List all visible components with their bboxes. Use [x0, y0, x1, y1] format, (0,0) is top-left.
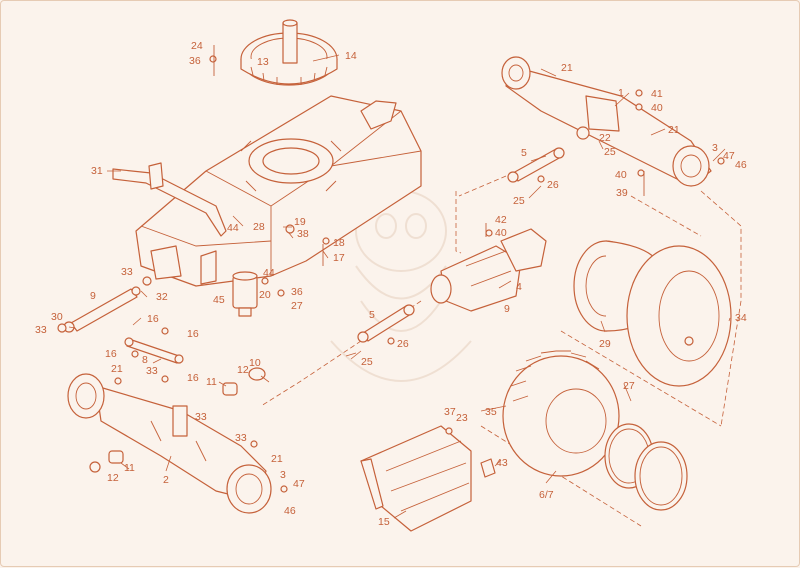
callout-47: 47 [723, 150, 735, 162]
callout-20: 20 [259, 289, 271, 301]
callout-30: 30 [51, 311, 63, 323]
callout-39: 39 [616, 187, 628, 199]
callout-25: 25 [361, 356, 373, 368]
callout-43: 43 [496, 457, 508, 469]
callout-16: 16 [187, 328, 199, 340]
callout-25: 25 [513, 195, 525, 207]
callout-46: 46 [284, 505, 296, 517]
callout-21: 21 [668, 124, 680, 136]
callout-40: 40 [651, 102, 663, 114]
callout-25: 25 [604, 146, 616, 158]
callout-19: 19 [294, 216, 306, 228]
callout-33: 33 [195, 411, 207, 423]
callout-5: 5 [369, 309, 375, 321]
callout-38: 38 [297, 228, 309, 240]
callout-11: 11 [206, 376, 217, 388]
callout-21: 21 [111, 363, 123, 375]
callout-28: 28 [253, 221, 265, 233]
lock-rings [604, 423, 688, 511]
solid-tire [502, 350, 620, 477]
callout-26: 26 [397, 338, 409, 350]
callout-26: 26 [547, 179, 559, 191]
filter-unit [232, 271, 258, 317]
tie-rod [124, 337, 184, 364]
callout-47: 47 [293, 478, 305, 490]
callout-21: 21 [271, 453, 283, 465]
callout-33: 33 [121, 266, 133, 278]
callout-10: 10 [249, 357, 261, 369]
callout-21: 21 [561, 62, 573, 74]
callout-6-7: 6/7 [539, 489, 554, 501]
bushings [89, 367, 266, 473]
callout-16: 16 [147, 313, 159, 325]
callout-37: 37 [444, 406, 456, 418]
callout-35: 35 [485, 406, 497, 418]
callout-27: 27 [623, 380, 635, 392]
callout-44: 44 [227, 222, 239, 234]
callout-31: 31 [91, 165, 103, 177]
callout-29: 29 [599, 338, 611, 350]
callout-14: 14 [345, 50, 357, 62]
callout-4: 4 [516, 281, 522, 293]
callout-9: 9 [504, 303, 510, 315]
small-hardware [57, 45, 725, 493]
callout-34: 34 [735, 312, 747, 324]
callout-36: 36 [189, 55, 201, 67]
rear-tire [626, 245, 732, 387]
callout-12: 12 [107, 472, 119, 484]
callout-2: 2 [163, 474, 169, 486]
access-step [360, 425, 472, 532]
callout-5: 5 [521, 147, 527, 159]
rear-axle [501, 56, 712, 187]
callout-32: 32 [156, 291, 168, 303]
callout-36: 36 [291, 286, 303, 298]
callout-1: 1 [618, 87, 624, 99]
callout-22: 22 [599, 132, 611, 144]
callout-45: 45 [213, 294, 225, 306]
callout-24: 24 [191, 40, 203, 52]
callout-27: 27 [291, 300, 303, 312]
callout-13: 13 [257, 56, 269, 68]
drive-shaft-lower [357, 304, 415, 343]
callout-8: 8 [142, 354, 148, 366]
callout-16: 16 [187, 372, 199, 384]
callout-3: 3 [280, 469, 286, 481]
callout-41: 41 [651, 88, 663, 100]
callout-40: 40 [495, 227, 507, 239]
callout-33: 33 [146, 365, 158, 377]
callout-17: 17 [333, 252, 345, 264]
steering-cylinder [63, 286, 141, 333]
callout-33: 33 [235, 432, 247, 444]
chassis-frame [135, 95, 422, 287]
leader-lines [68, 54, 731, 519]
slewing-ring-assembly [240, 19, 338, 86]
handrail [112, 162, 227, 237]
callout-33: 33 [35, 324, 47, 336]
callout-12: 12 [237, 364, 249, 376]
callout-42: 42 [495, 214, 507, 226]
hydraulic-pump [430, 228, 547, 312]
callout-16: 16 [105, 348, 117, 360]
callout-23: 23 [456, 412, 468, 424]
callout-9: 9 [90, 290, 96, 302]
callout-15: 15 [378, 516, 390, 528]
callout-labels: 24 36 13 14 21 1 41 40 21 22 25 3 47 46 … [35, 40, 747, 528]
callout-46: 46 [735, 159, 747, 171]
callout-40: 40 [615, 169, 627, 181]
callout-3: 3 [712, 142, 718, 154]
callout-44: 44 [263, 267, 275, 279]
front-axle [67, 373, 272, 514]
callout-18: 18 [333, 237, 345, 249]
drive-shaft-upper [507, 147, 565, 183]
callout-11: 11 [124, 462, 135, 474]
